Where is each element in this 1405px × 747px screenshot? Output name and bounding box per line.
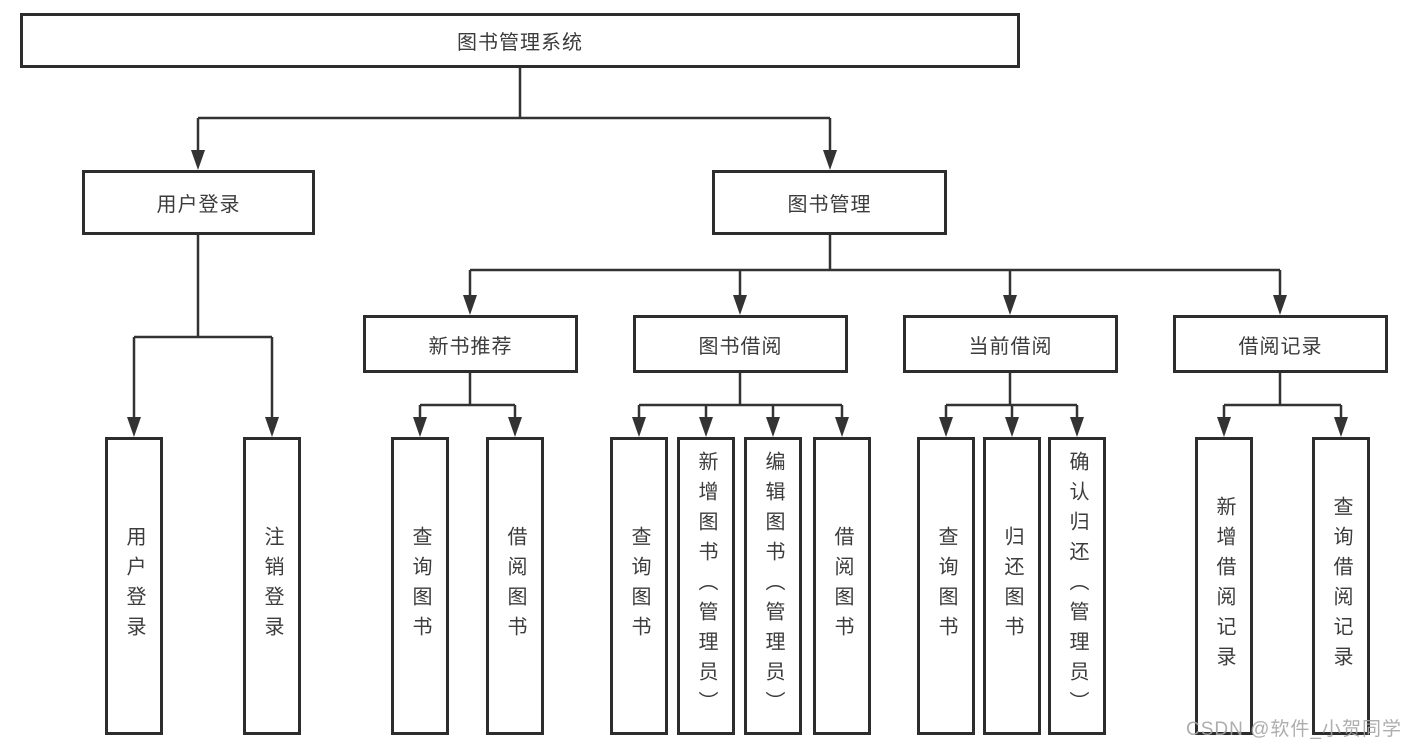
leaf-label: 借阅图书 [831, 526, 853, 646]
leaf-query-books-recommend: 查询图书 [391, 437, 449, 735]
leaf-borrow-books-borrowing: 借阅图书 [813, 437, 871, 735]
node-label: 图书管理系统 [457, 32, 583, 54]
connector-current-children [944, 373, 1079, 423]
leaf-label: 归还图书 [1001, 526, 1023, 646]
leaf-label: 查询图书 [409, 526, 431, 646]
node-new-book-recommend: 新书推荐 [363, 315, 578, 373]
leaf-label: 查询借阅记录 [1330, 496, 1352, 676]
leaf-logout: 注销登录 [243, 437, 301, 735]
leaf-label: 用户登录 [123, 526, 145, 646]
node-label: 新书推荐 [428, 335, 513, 358]
node-label: 图书管理 [787, 194, 872, 216]
node-library-management-system: 图书管理系统 [20, 13, 1020, 68]
leaf-user-login: 用户登录 [105, 437, 163, 735]
leaf-query-borrow-record: 查询借阅记录 [1312, 437, 1370, 735]
node-book-management: 图书管理 [712, 170, 947, 235]
node-label: 借阅记录 [1238, 335, 1323, 358]
leaf-confirm-return-admin: 确认归还（管理员） [1048, 437, 1106, 735]
node-borrowing-records: 借阅记录 [1173, 315, 1388, 373]
node-label: 图书借阅 [698, 335, 783, 358]
leaf-label: 查询图书 [935, 526, 957, 646]
node-label: 当前借阅 [968, 335, 1053, 358]
node-user-login: 用户登录 [82, 170, 315, 235]
connector-root-to-level2 [196, 68, 832, 152]
leaf-query-books-borrowing: 查询图书 [610, 437, 668, 735]
leaf-label: 新增图书（管理员） [695, 451, 717, 721]
connector-borrowing-children [637, 373, 844, 423]
node-current-borrowing: 当前借阅 [903, 315, 1118, 373]
connector-new-book-children [418, 373, 517, 423]
leaf-label: 新增借阅记录 [1213, 496, 1235, 676]
leaf-label: 查询图书 [628, 526, 650, 646]
leaf-label: 注销登录 [261, 526, 283, 646]
leaf-label: 确认归还（管理员） [1066, 451, 1088, 721]
node-book-borrowing: 图书借阅 [633, 315, 848, 373]
connector-records-children [1222, 373, 1343, 423]
leaf-query-books-current: 查询图书 [917, 437, 975, 735]
leaf-return-books: 归还图书 [983, 437, 1041, 735]
leaf-add-book-admin: 新增图书（管理员） [677, 437, 735, 735]
leaf-edit-book-admin: 编辑图书（管理员） [744, 437, 802, 735]
leaf-label: 借阅图书 [504, 526, 526, 646]
connector-book-mgmt-children [468, 235, 1282, 299]
connector-user-login-children [132, 235, 274, 423]
leaf-add-borrow-record: 新增借阅记录 [1195, 437, 1253, 735]
node-label: 用户登录 [156, 194, 241, 216]
leaf-label: 编辑图书（管理员） [762, 451, 784, 721]
csdn-watermark: CSDN @软件_小贺同学 [1186, 719, 1402, 740]
leaf-borrow-books-recommend: 借阅图书 [486, 437, 544, 735]
